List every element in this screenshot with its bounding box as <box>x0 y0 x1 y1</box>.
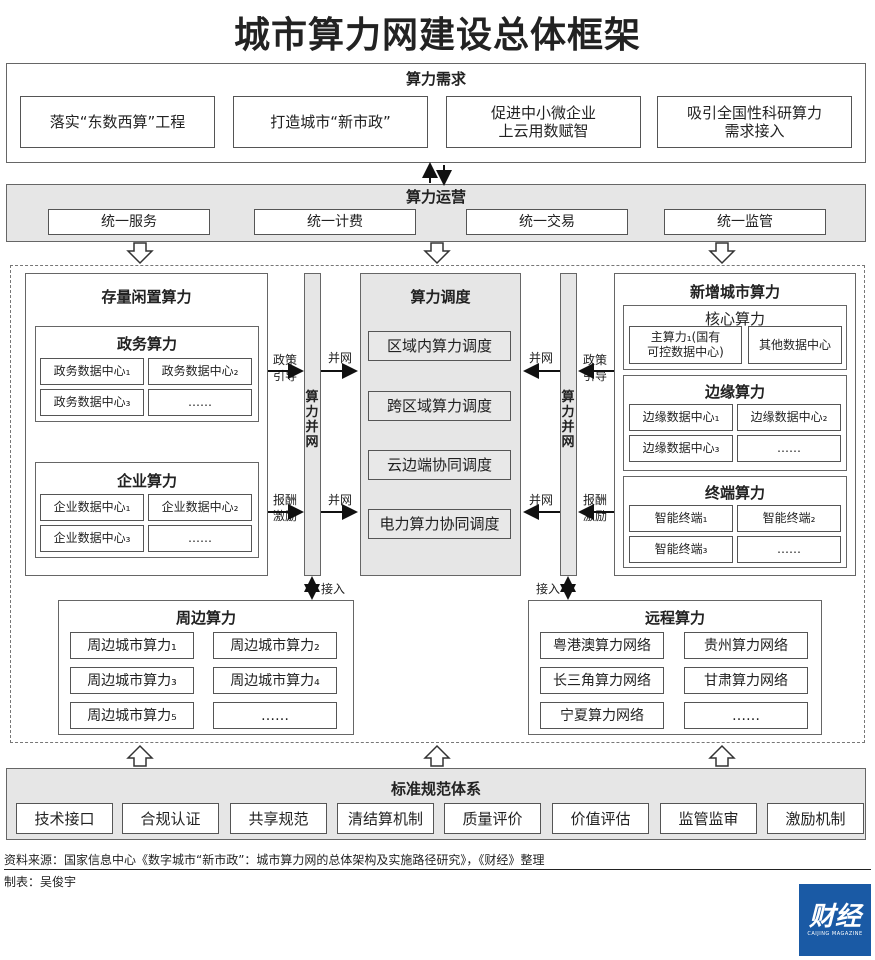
core-item-1: 主算力₁(国有 可控数据中心) <box>629 326 742 364</box>
gov-item-1: 政务数据中心₁ <box>40 358 144 385</box>
nearby-item-6: …… <box>213 702 337 729</box>
standards-header: 标准规范体系 <box>390 780 481 798</box>
edge-item-1: 边缘数据中心₁ <box>629 404 733 431</box>
access-right: 接入 <box>535 582 560 596</box>
core-item-2: 其他数据中心 <box>748 326 842 364</box>
ops-item-2: 统一计费 <box>254 209 416 235</box>
dispatch-item-2: 跨区域算力调度 <box>368 391 511 421</box>
source-rule <box>4 869 871 870</box>
demand-item-2: 打造城市“新市政” <box>233 96 428 148</box>
edge-header: 边缘算力 <box>704 383 765 401</box>
demand-item-3: 促进中小微企业 上云用数赋智 <box>446 96 641 148</box>
left-merge-1: 并网 <box>327 351 352 365</box>
stock-header: 存量闲置算力 <box>101 288 192 306</box>
source-note: 资料来源：国家信息中心《数字城市“新市政”：城市算力网的总体架构及实施路径研究》… <box>4 853 545 867</box>
edge-item-2: 边缘数据中心₂ <box>737 404 841 431</box>
remote-item-3: 长三角算力网络 <box>540 667 664 694</box>
caijing-logo-sub: CAIJING MAGAZINE <box>807 931 863 937</box>
term-item-3: 智能终端₃ <box>629 536 733 563</box>
ent-item-3: 企业数据中心₃ <box>40 525 144 552</box>
demand-header: 算力需求 <box>405 70 466 88</box>
hollow-arrow-up-1 <box>126 744 154 767</box>
dispatch-item-4: 电力算力协同调度 <box>368 509 511 539</box>
gov-header: 政务算力 <box>116 335 177 353</box>
gov-item-2: 政务数据中心₂ <box>148 358 252 385</box>
hollow-arrow-down-2 <box>423 242 451 265</box>
remote-header: 远程算力 <box>644 609 705 627</box>
standards-item-2: 合规认证 <box>122 803 219 834</box>
demand-item-4: 吸引全国性科研算力 需求接入 <box>657 96 852 148</box>
merge-bar-right-label: 算 力 并 网 <box>561 390 575 450</box>
remote-item-1: 粤港澳算力网络 <box>540 632 664 659</box>
standards-item-6: 价值评估 <box>552 803 649 834</box>
edge-item-4: …… <box>737 435 841 462</box>
ops-item-4: 统一监管 <box>664 209 826 235</box>
page-title: 城市算力网建设总体框架 <box>233 15 641 56</box>
gov-item-4: …… <box>148 389 252 416</box>
edge-item-3: 边缘数据中心₃ <box>629 435 733 462</box>
ent-item-2: 企业数据中心₂ <box>148 494 252 521</box>
standards-item-4: 清结算机制 <box>337 803 434 834</box>
dispatch-item-1: 区域内算力调度 <box>368 331 511 361</box>
right-merge-2: 并网 <box>528 493 553 507</box>
ent-item-4: …… <box>148 525 252 552</box>
remote-item-5: 宁夏算力网络 <box>540 702 664 729</box>
ops-item-3: 统一交易 <box>466 209 628 235</box>
merge-bar-left <box>304 273 321 576</box>
hollow-arrow-down-3 <box>708 242 736 265</box>
hollow-arrow-up-3 <box>708 744 736 767</box>
remote-item-6: …… <box>684 702 808 729</box>
standards-item-3: 共享规范 <box>230 803 327 834</box>
merge-bar-left-label: 算 力 并 网 <box>305 390 319 450</box>
nearby-item-4: 周边城市算力₄ <box>213 667 337 694</box>
remote-item-4: 甘肃算力网络 <box>684 667 808 694</box>
nearby-item-3: 周边城市算力₃ <box>70 667 194 694</box>
new-header: 新增城市算力 <box>689 283 780 301</box>
remote-item-2: 贵州算力网络 <box>684 632 808 659</box>
caijing-logo: 财经 CAIJING MAGAZINE <box>799 884 871 956</box>
term-item-4: …… <box>737 536 841 563</box>
standards-item-8: 激励机制 <box>767 803 864 834</box>
standards-item-5: 质量评价 <box>444 803 541 834</box>
gov-item-3: 政务数据中心₃ <box>40 389 144 416</box>
access-left: 接入 <box>320 582 345 596</box>
ent-item-1: 企业数据中心₁ <box>40 494 144 521</box>
dispatch-header: 算力调度 <box>410 288 471 306</box>
standards-item-1: 技术接口 <box>16 803 113 834</box>
right-merge-1: 并网 <box>528 351 553 365</box>
merge-bar-right <box>560 273 577 576</box>
standards-item-7: 监管监审 <box>660 803 757 834</box>
nearby-header: 周边算力 <box>175 609 236 627</box>
core-header: 核心算力 <box>704 310 765 328</box>
term-item-1: 智能终端₁ <box>629 505 733 532</box>
nearby-item-1: 周边城市算力₁ <box>70 632 194 659</box>
hollow-arrow-down-1 <box>126 242 154 265</box>
ops-item-1: 统一服务 <box>48 209 210 235</box>
term-header: 终端算力 <box>704 484 765 502</box>
hollow-arrow-up-2 <box>423 744 451 767</box>
caijing-logo-text: 财经 <box>808 902 861 932</box>
ops-header: 算力运营 <box>405 188 466 206</box>
nearby-item-5: 周边城市算力₅ <box>70 702 194 729</box>
author-note: 制表：吴俊宇 <box>4 875 77 889</box>
demand-item-1: 落实“东数西算”工程 <box>20 96 215 148</box>
left-merge-2: 并网 <box>327 493 352 507</box>
main-area <box>10 265 865 743</box>
ent-header: 企业算力 <box>116 472 177 490</box>
term-item-2: 智能终端₂ <box>737 505 841 532</box>
dispatch-item-3: 云边端协同调度 <box>368 450 511 480</box>
nearby-item-2: 周边城市算力₂ <box>213 632 337 659</box>
